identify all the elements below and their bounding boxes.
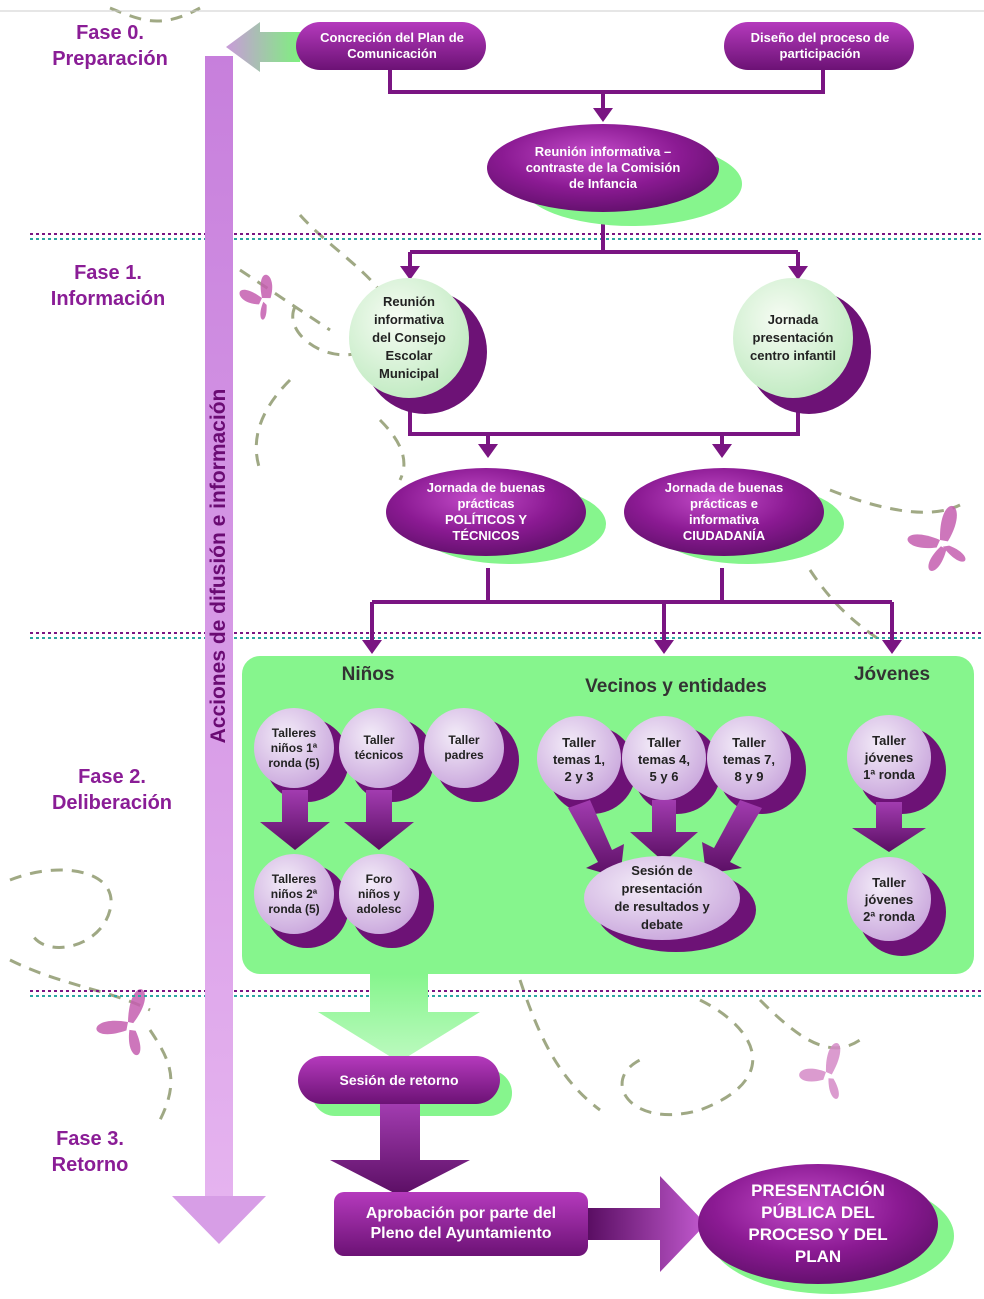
purple-down-arrow	[330, 1104, 470, 1196]
group-jovenes-label: Jóvenes	[853, 664, 931, 685]
butterfly-icon	[239, 274, 273, 320]
ninos-workshops	[254, 708, 519, 948]
group-ninos-label: Niños	[341, 664, 395, 685]
group-vecinos-label: Vecinos y entidades	[585, 676, 767, 697]
vecinos-workshops	[537, 716, 806, 814]
node-diseno-proceso	[724, 22, 914, 70]
phase-0-label: Fase 0.Preparación	[52, 22, 168, 70]
butterfly-icon	[799, 1043, 841, 1099]
phase-2-label: Fase 2.Deliberación	[51, 766, 173, 814]
reunion-informativa-label: Reunión informativa –contraste de la Com…	[525, 144, 681, 191]
connectors	[370, 64, 894, 642]
phase-1-label: Fase 1.Información	[50, 262, 166, 310]
phase-3-label: Fase 3.Retorno	[51, 1128, 129, 1176]
node-jornada-ciudadania	[624, 468, 824, 556]
node-presentacion-publica	[698, 1164, 938, 1284]
node-jornada-politicos	[386, 468, 586, 556]
phase-separators	[0, 10, 984, 997]
node-aprobacion	[334, 1192, 588, 1256]
node-plan-comunicacion	[296, 22, 486, 70]
ninos-down-arrows	[260, 790, 414, 850]
green-down-arrow	[318, 974, 480, 1062]
jovenes-down-arrow	[852, 802, 926, 852]
butterfly-icon	[907, 506, 966, 571]
node-reunion-informativa	[487, 124, 719, 212]
node-centro-infantil	[733, 278, 853, 398]
top-arrow	[226, 22, 300, 72]
side-arrow-label: Acciones de difusión e información	[207, 388, 230, 744]
node-sesion-resultados	[584, 856, 740, 940]
side-arrow	[172, 56, 266, 1244]
node-sesion-retorno	[298, 1056, 500, 1104]
purple-right-arrow	[588, 1176, 706, 1272]
butterfly-icon	[96, 989, 146, 1056]
jovenes-workshops	[847, 715, 946, 956]
sesion-retorno-label: Sesión de retorno	[339, 1072, 459, 1088]
vecinos-arrows	[568, 800, 762, 878]
node-consejo-escolar	[349, 278, 469, 398]
connector-arrowheads	[362, 108, 902, 654]
